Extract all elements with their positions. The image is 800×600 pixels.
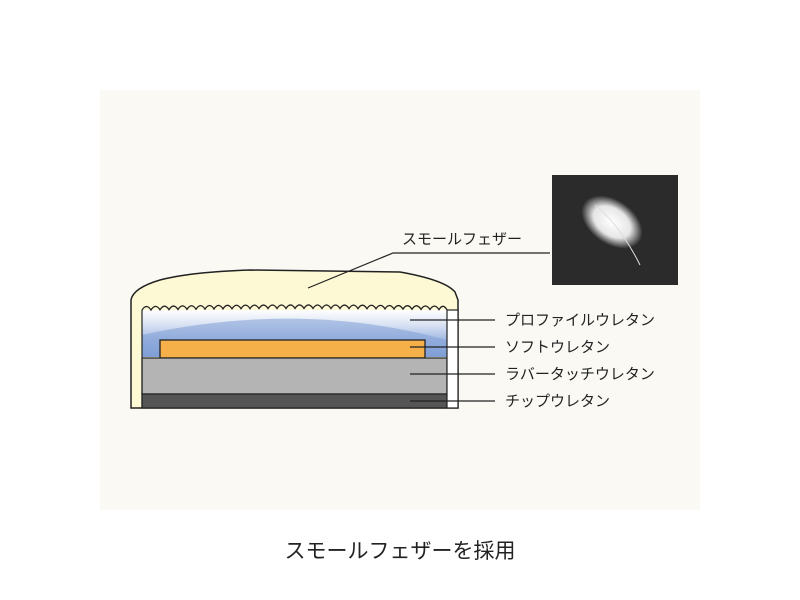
chip-urethane-layer — [141, 393, 448, 409]
feather-leader-line — [307, 252, 550, 289]
rubber-touch-urethane-layer — [141, 357, 448, 395]
side-strip — [446, 309, 459, 409]
soft-urethane-layer — [159, 339, 426, 359]
feather-photo — [552, 175, 678, 285]
feather-wave-line — [141, 304, 448, 312]
caption: スモールフェザーを採用 — [284, 539, 516, 563]
layer-label-rubber: ラバータッチウレタン — [505, 365, 655, 383]
layer-label-profile: プロファイルウレタン — [505, 311, 655, 329]
layer-label-soft: ソフトウレタン — [505, 338, 610, 356]
layer-label-chip: チップウレタン — [505, 392, 610, 410]
feather-label: スモールフェザー — [402, 230, 522, 248]
